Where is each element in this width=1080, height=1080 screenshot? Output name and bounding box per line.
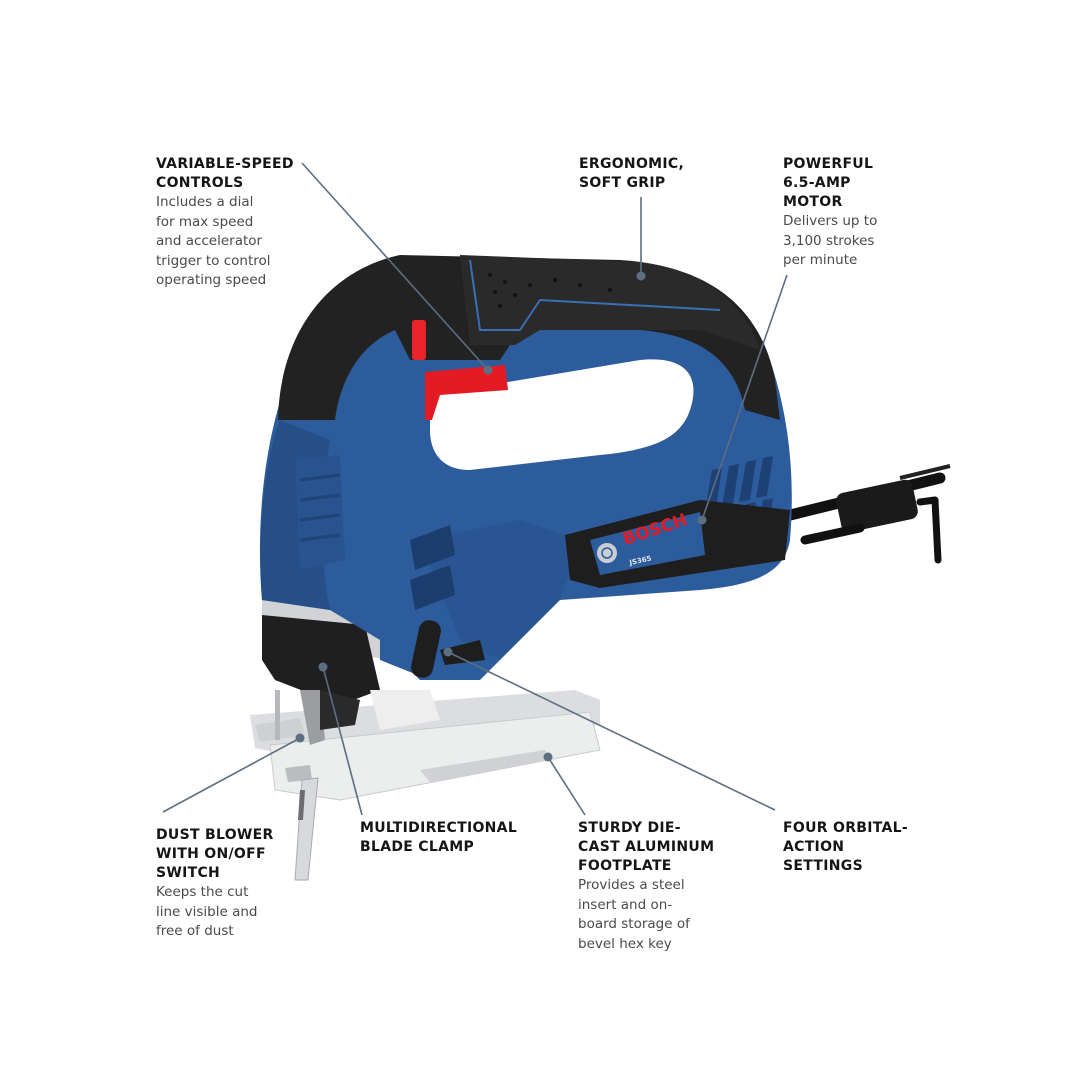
callout-description: Includes a dial for max speed and accele… (156, 194, 271, 288)
power-cord (764, 464, 951, 564)
callout-description: Provides a steel insert and on- board st… (578, 877, 690, 952)
brand-badge: BOSCH JS365 (565, 500, 790, 588)
callout-title: DUST BLOWER WITH ON/OFF SWITCH (156, 827, 274, 881)
hex-key-icon (916, 496, 942, 564)
bosch-logo-icon (595, 541, 619, 565)
callout-title: FOUR ORBITAL- ACTION SETTINGS (783, 820, 908, 874)
leader-dots (295, 271, 707, 762)
callout-title: MULTIDIRECTIONAL BLADE CLAMP (360, 820, 518, 855)
callout-footplate: STURDY DIE- CAST ALUMINUM FOOTPLATE Prov… (578, 819, 714, 954)
callout-title: POWERFUL 6.5-AMP MOTOR (783, 156, 874, 210)
callout-title: ERGONOMIC, SOFT GRIP (579, 156, 685, 191)
callout-ergonomic-soft-grip: ERGONOMIC, SOFT GRIP (579, 155, 684, 193)
callout-powerful-motor: POWERFUL 6.5-AMP MOTOR Delivers up to 3,… (783, 155, 877, 271)
callout-title: STURDY DIE- CAST ALUMINUM FOOTPLATE (578, 820, 715, 874)
leader-lines (162, 162, 788, 816)
callout-title: VARIABLE-SPEED CONTROLS (156, 156, 294, 191)
callout-blade-clamp: MULTIDIRECTIONAL BLADE CLAMP (360, 819, 517, 857)
callout-orbital-action: FOUR ORBITAL- ACTION SETTINGS (783, 819, 908, 876)
speed-dial-icon (412, 320, 426, 360)
callout-description: Delivers up to 3,100 strokes per minute (783, 213, 878, 268)
orbital-action-lever (380, 620, 485, 680)
saw-blade (294, 777, 319, 881)
trigger (412, 320, 508, 420)
soft-grip-handle (278, 255, 780, 420)
callout-variable-speed-controls: VARIABLE-SPEED CONTROLS Includes a dial … (156, 155, 294, 291)
callout-dust-blower: DUST BLOWER WITH ON/OFF SWITCH Keeps the… (156, 826, 274, 942)
callout-description: Keeps the cut line visible and free of d… (156, 884, 258, 939)
